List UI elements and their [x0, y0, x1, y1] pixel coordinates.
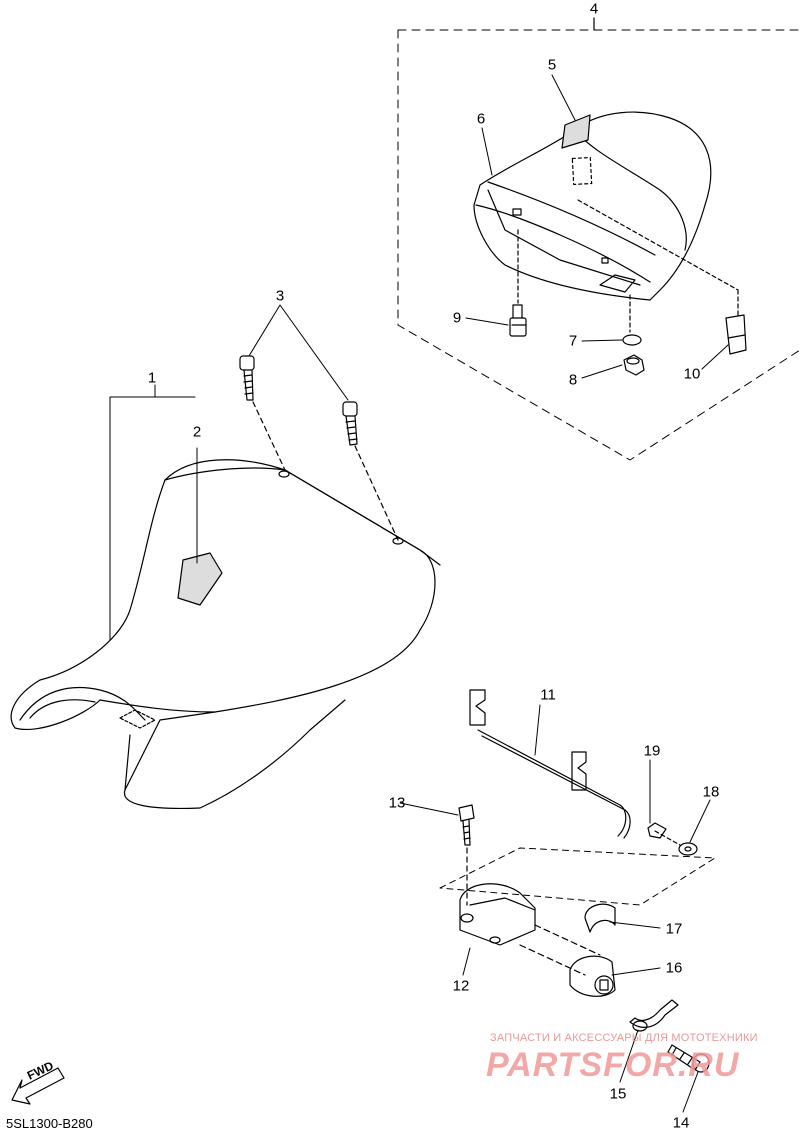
lock-cylinder-16 [569, 955, 616, 997]
callout-7: 7 [568, 332, 578, 350]
leader-1 [109, 396, 196, 641]
callout-17: 17 [665, 920, 683, 938]
tape-5 [561, 114, 591, 149]
screw-14 [667, 1044, 710, 1073]
callout-9: 9 [452, 309, 462, 327]
callout-14: 14 [672, 1114, 690, 1131]
washer-18 [678, 842, 698, 856]
bolt-3a [239, 355, 255, 401]
tail-cowl [473, 111, 712, 301]
bracket-12 [459, 883, 536, 946]
callout-10: 10 [683, 365, 701, 383]
tape-2 [177, 552, 223, 606]
fwd-arrow-icon [11, 1067, 65, 1105]
part-17 [584, 903, 616, 933]
callout-8: 8 [568, 371, 578, 389]
callout-16: 16 [665, 959, 683, 977]
callout-4: 4 [589, 0, 599, 18]
watermark-tagline: ЗАПЧАСТИ И АКСЕССУАРЫ ДЛЯ МОТОТЕХНИКИ [490, 1032, 758, 1044]
callout-6: 6 [476, 110, 486, 128]
callout-1: 1 [147, 369, 157, 387]
bulb-9 [509, 304, 527, 337]
callout-5: 5 [547, 56, 557, 74]
callout-11: 11 [540, 686, 556, 704]
watermark-brand: PARTSFOR.RU [486, 1046, 740, 1084]
callout-12: 12 [452, 977, 470, 995]
clip-19 [647, 822, 667, 839]
callout-leaders [399, 74, 729, 1113]
clip-15 [629, 999, 679, 1028]
callout-19: 19 [643, 742, 661, 760]
callout-15: 15 [609, 1085, 627, 1103]
bolt-13 [458, 804, 475, 846]
seat-1 [10, 459, 441, 809]
callout-2: 2 [192, 423, 202, 441]
washer-7 [622, 334, 642, 346]
rod-11 [469, 689, 631, 839]
diagram-code: 5SL1300-B280 [6, 1116, 93, 1131]
callout-13: 13 [388, 794, 406, 812]
nut-8 [623, 354, 645, 376]
callout-18: 18 [702, 783, 720, 801]
leader-3 [248, 304, 349, 401]
callout-3: 3 [275, 287, 285, 305]
dash-10 [577, 199, 739, 291]
connector-10 [725, 314, 747, 355]
bolt-3b [342, 401, 358, 446]
group-4-boundary [397, 29, 800, 461]
